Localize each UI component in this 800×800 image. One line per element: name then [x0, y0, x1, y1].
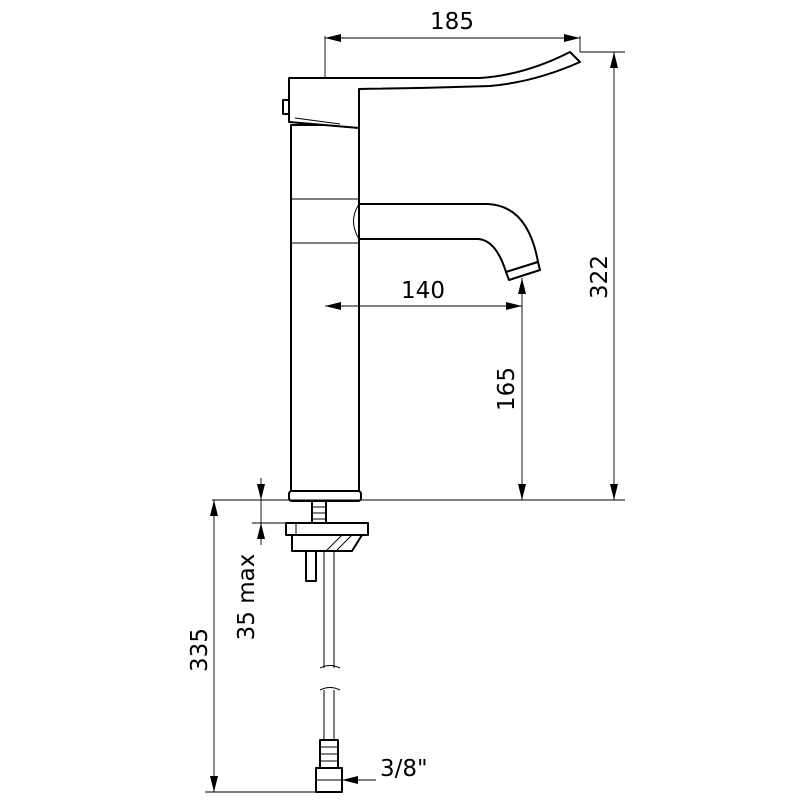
label-165: 165	[494, 367, 520, 411]
spout	[353, 203, 541, 281]
arrow-top	[210, 500, 218, 516]
lever-handle	[282, 51, 581, 129]
dimension-322: 322	[580, 51, 625, 500]
arrow-top	[610, 52, 618, 68]
arrow-left	[342, 776, 358, 784]
flexible-hose	[315, 551, 343, 793]
dimension-140: 140	[325, 278, 522, 310]
label-140: 140	[401, 278, 445, 304]
fixing-plate	[285, 522, 369, 536]
spout-joint-curve	[353, 203, 360, 240]
label-335: 335	[187, 628, 213, 672]
nut-hatch-2	[325, 534, 343, 552]
arrow-top	[518, 278, 526, 294]
fixing-stub	[305, 550, 317, 582]
dimension-335: 335	[187, 500, 342, 793]
arrow-up	[257, 523, 265, 539]
dimension-3-8: 3/8"	[342, 756, 428, 784]
label-35-max: 35 max	[234, 554, 260, 641]
faucet-base-ring	[288, 490, 362, 502]
mounting-hardware	[285, 500, 369, 582]
handle-body	[288, 51, 581, 129]
hose-break-top	[319, 665, 341, 669]
arrow-right	[506, 302, 522, 310]
dimension-35-max: 35 max	[234, 478, 286, 640]
arrow-bottom	[610, 484, 618, 500]
spout-tube	[358, 203, 539, 273]
handle-side-button	[282, 99, 290, 115]
arrow-left	[325, 302, 341, 310]
arrow-bottom	[518, 484, 526, 500]
faucet-body	[288, 124, 362, 502]
nut-hatch-1	[335, 534, 353, 552]
label-185: 185	[430, 9, 474, 35]
hose-break-bottom	[319, 687, 341, 691]
arrow-right	[564, 34, 580, 42]
dimension-165: 165	[494, 278, 526, 500]
arrow-down	[257, 484, 265, 500]
dimension-185: 185	[324, 9, 581, 78]
faucet-column	[290, 124, 360, 501]
threaded-stud	[311, 500, 327, 524]
arrow-left	[325, 34, 341, 42]
arrow-bottom	[210, 776, 218, 792]
handle-lower-edge	[294, 117, 341, 125]
fixing-nut	[291, 534, 363, 552]
label-3-8: 3/8"	[380, 756, 428, 782]
spout-aerator	[505, 261, 541, 281]
label-322: 322	[587, 255, 613, 299]
